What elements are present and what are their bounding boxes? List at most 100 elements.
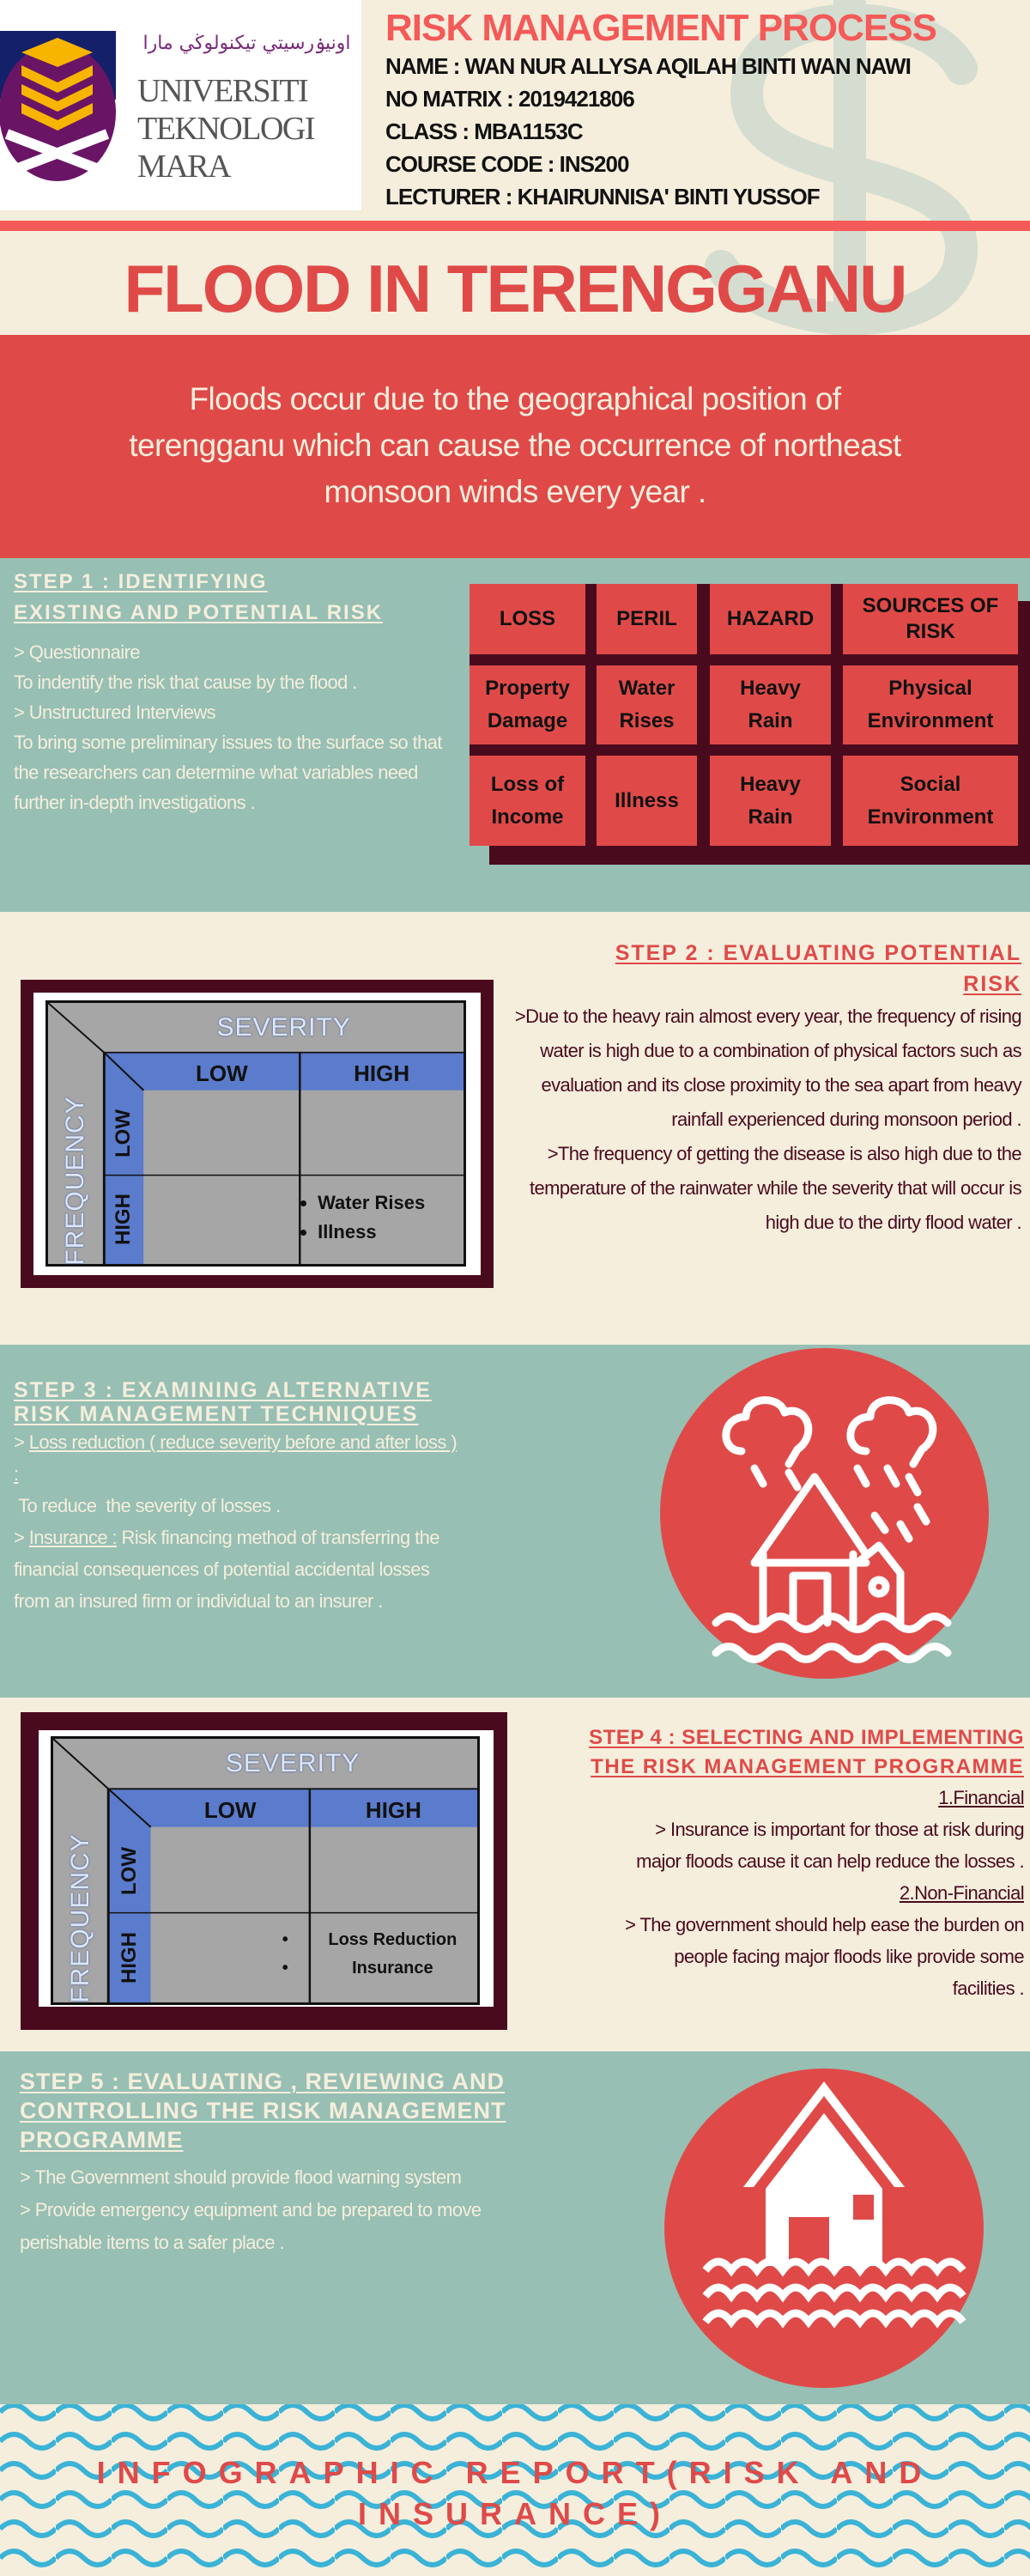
insurance-definition: Risk financing method of transferring th…: [14, 1527, 440, 1612]
matrix-item: Loss Reduction: [328, 1929, 457, 1949]
matrix-high-high-items: • Loss Reduction • Insurance: [282, 1926, 477, 1983]
flooded-house-icon: [702, 2081, 966, 2329]
table-cell: Heavy Rain: [710, 665, 831, 744]
risk-matrix-step4: SEVERITY LOW HIGH FREQUENCY LOW HIGH • Lo…: [21, 1712, 507, 2030]
matrix-col-high: HIGH: [354, 1060, 410, 1086]
step1-body-2: To indentify the risk that cause by the …: [14, 671, 357, 693]
step1-heading-2: EXISTING AND POTENTIAL RISK: [14, 601, 384, 624]
logo-arabic-text: اونيۏرسيتي تيكنولوڬي مارا: [142, 33, 351, 54]
step3-heading-2: RISK MANAGEMENT TECHNIQUES: [14, 1402, 419, 1426]
matrix-row-high: HIGH: [117, 1931, 141, 1984]
risk-table: LOSS PERIL HAZARD SOURCES OF RISK Proper…: [470, 584, 1018, 846]
step4-text: STEP 4 : SELECTING AND IMPLEMENTING THE …: [512, 1722, 1024, 2004]
table-header-peril: PERIL: [597, 584, 697, 654]
page-title: FLOOD IN TERENGGANU: [124, 251, 908, 326]
matrix-row-high: HIGH: [112, 1194, 136, 1246]
step2-heading-2: RISK: [963, 972, 1021, 996]
step4-heading-1: STEP 4 : SELECTING AND IMPLEMENTING: [589, 1726, 1024, 1749]
step5-text: STEP 5 : EVALUATING , REVIEWING AND CONT…: [20, 2067, 569, 2259]
risk-matrix-step2: SEVERITY LOW HIGH FREQUENCY LOW HIGH Wat…: [21, 980, 494, 1288]
financial-subheading: 1.Financial: [938, 1787, 1024, 1808]
table-cell: Loss of Income: [470, 756, 585, 846]
step2-body-2: >The frequency of getting the disease is…: [530, 1143, 1022, 1233]
table-header-loss: LOSS: [470, 584, 585, 654]
matrix-col-high: HIGH: [365, 1796, 421, 1823]
step3-body-2: To reduce the severity of losses .: [14, 1495, 281, 1516]
step1-text: STEP 1 : IDENTIFYING EXISTING AND POTENT…: [14, 567, 464, 817]
step4-body-2: > The government should help ease the bu…: [625, 1914, 1025, 1999]
dollar-watermark-icon: [705, 0, 978, 335]
class-code: CLASS : MBA1153C: [385, 118, 584, 144]
matrix-lines: [53, 1739, 477, 2002]
step1-body-3: > Unstructured Interviews: [14, 702, 216, 723]
step5-heading-2: CONTROLLING THE RISK MANAGEMENT: [20, 2098, 506, 2123]
bullet-prefix: >: [14, 1527, 29, 1548]
matrix-severity-label: SEVERITY: [216, 1013, 351, 1042]
house-rain-flood-icon: [712, 1396, 952, 1663]
matrix-col-low: LOW: [203, 1796, 257, 1823]
divider: [0, 221, 1030, 231]
step1-body-4: To bring some preliminary issues to the …: [14, 732, 443, 813]
table-cell: Property Damage: [470, 665, 585, 744]
table-header-hazard: HAZARD: [710, 584, 831, 654]
footer-line-2: INSURANCE): [357, 2496, 672, 2531]
step2-text: STEP 2 : EVALUATING POTENTIAL RISK >Due …: [512, 938, 1022, 1240]
insurance-term: Insurance :: [28, 1527, 118, 1548]
matrix-severity-label: SEVERITY: [225, 1749, 360, 1778]
matrix-frequency-label: FREQUENCY: [61, 1096, 90, 1266]
matrix-number: NO MATRIX : 2019421806: [385, 86, 635, 112]
matrix-item: Insurance: [352, 1958, 433, 1978]
table-cell: Physical Environment: [843, 665, 1018, 744]
step2-body-1: >Due to the heavy rain almost every year…: [514, 1005, 1022, 1130]
intro-banner: Floods occur due to the geographical pos…: [0, 335, 1030, 558]
loss-reduction-term: Loss reduction ( reduce severity before …: [14, 1431, 457, 1485]
step3-heading-1: STEP 3 : EXAMINING ALTERNATIVE: [14, 1378, 432, 1402]
course-code: COURSE CODE : INS200: [385, 151, 629, 177]
student-name: NAME : WAN NUR ALLYSA AQILAH BINTI WAN N…: [385, 53, 912, 79]
logo-line-3: MARA: [137, 149, 232, 185]
step5-body-1: > The Government should provide flood wa…: [20, 2166, 462, 2188]
matrix-col-low: LOW: [195, 1060, 248, 1086]
table-header-sources: SOURCES OF RISK: [843, 584, 1018, 654]
uitm-logo: اونيۏرسيتي تيكنولوڬي مارا UNIVERSITI TEK…: [0, 0, 361, 210]
table-cell: Illness: [597, 756, 697, 846]
logo-line-2: TEKNOLOGI: [137, 111, 316, 147]
matrix-lines: [48, 1003, 464, 1264]
matrix-item: Water Rises: [318, 1188, 425, 1218]
table-cell: Water Rises: [597, 665, 697, 744]
bullet-prefix: >: [14, 1431, 29, 1453]
intro-text: Floods occur due to the geographical pos…: [129, 381, 901, 509]
flood-illustration: [660, 1348, 989, 1679]
step4-heading-2: THE RISK MANAGEMENT PROGRAMME: [591, 1755, 1024, 1778]
step4-body-1: > Insurance is important for those at ri…: [636, 1819, 1024, 1872]
wave-pattern-icon: [0, 2404, 1030, 2576]
header-info: RISK MANAGEMENT PROCESS NAME : WAN NUR A…: [385, 7, 1021, 213]
matrix-row-low: LOW: [117, 1846, 141, 1895]
step3-text: STEP 3 : EXAMINING ALTERNATIVE RISK MANA…: [14, 1378, 460, 1617]
step5-body-2: > Provide emergency equipment and be pre…: [20, 2199, 482, 2253]
step5-heading-3: PROGRAMME: [20, 2127, 184, 2153]
bullet-icon: •: [282, 1958, 288, 1978]
lecturer-name: LECTURER : KHAIRUNNISA' BINTI YUSSOF: [385, 184, 821, 210]
matrix-high-high-items: Water Rises Illness: [306, 1188, 425, 1247]
step1-body-1: > Questionnaire: [14, 641, 141, 663]
table-cell: Heavy Rain: [710, 756, 831, 846]
flood-illustration: [664, 2069, 984, 2388]
footer-section: INFOGRAPHIC REPORT(RISK AND INSURANCE): [0, 2404, 1030, 2576]
step1-heading-1: STEP 1 : IDENTIFYING: [14, 570, 268, 593]
step5-heading-1: STEP 5 : EVALUATING , REVIEWING AND: [20, 2069, 506, 2094]
non-financial-subheading: 2.Non-Financial: [899, 1882, 1025, 1904]
matrix-row-low: LOW: [112, 1109, 136, 1157]
matrix-grid: SEVERITY LOW HIGH FREQUENCY LOW HIGH Wat…: [45, 1000, 466, 1267]
header-section: اونيۏرسيتي تيكنولوڬي مارا UNIVERSITI TEK…: [0, 0, 1030, 335]
table-cell: Social Environment: [843, 756, 1018, 846]
footer-line-1: INFOGRAPHIC REPORT(RISK AND: [96, 2455, 934, 2490]
matrix-grid: SEVERITY LOW HIGH FREQUENCY LOW HIGH • Lo…: [51, 1736, 480, 2005]
process-title: RISK MANAGEMENT PROCESS: [385, 7, 937, 49]
matrix-item: Illness: [318, 1218, 425, 1247]
bullet-icon: •: [282, 1929, 288, 1949]
matrix-frequency-label: FREQUENCY: [66, 1833, 95, 2003]
logo-line-1: UNIVERSITI: [137, 73, 309, 109]
step2-heading-1: STEP 2 : EVALUATING POTENTIAL: [615, 941, 1021, 965]
uitm-emblem-icon: [0, 31, 116, 181]
